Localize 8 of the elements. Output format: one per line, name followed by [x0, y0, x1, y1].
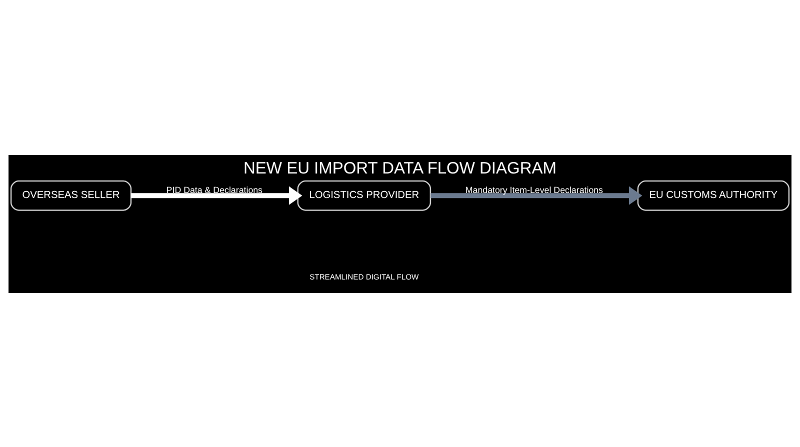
arrow [131, 186, 302, 204]
edge-label: PID Data & Declarations [166, 184, 263, 195]
diagram-title: NEW EU IMPORT DATA FLOW DIAGRAM [244, 158, 556, 177]
node-box: LOGISTICS PROVIDER [297, 180, 432, 210]
node-box: EU CUSTOMS AUTHORITY [637, 180, 790, 210]
arrow [430, 186, 642, 204]
edge-label: Mandatory Item-Level Declarations [465, 184, 604, 195]
node-box: OVERSEAS SELLER [10, 180, 132, 210]
